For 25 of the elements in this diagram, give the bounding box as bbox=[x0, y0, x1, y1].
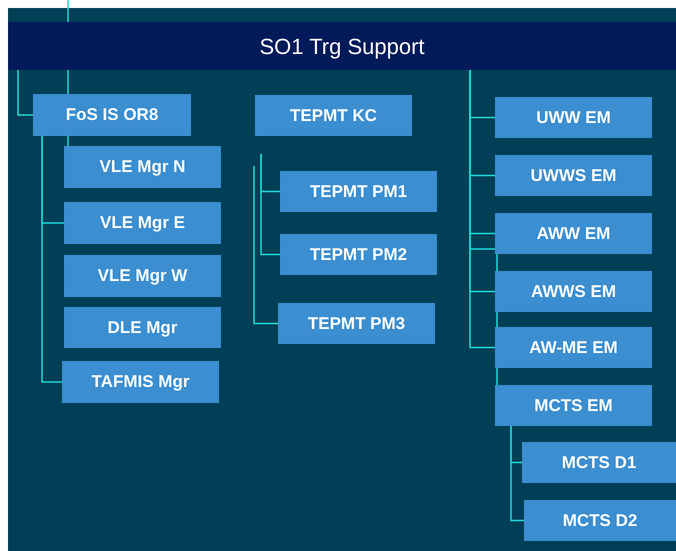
role-box: FoS IS OR8 bbox=[33, 94, 191, 136]
role-box: TEPMT PM1 bbox=[280, 171, 437, 212]
role-box: VLE Mgr N bbox=[64, 146, 221, 188]
title-banner: SO1 Trg Support bbox=[8, 22, 676, 70]
role-box: VLE Mgr W bbox=[64, 255, 221, 297]
role-box: TEPMT KC bbox=[255, 95, 412, 136]
role-box: TEPMT PM2 bbox=[280, 234, 437, 275]
connector-line bbox=[260, 154, 280, 256]
role-box: TAFMIS Mgr bbox=[62, 361, 219, 403]
role-box: AW-ME EM bbox=[495, 327, 652, 368]
role-box: AWW EM bbox=[495, 213, 652, 254]
connector-line bbox=[253, 166, 278, 324]
role-box: AWWS EM bbox=[495, 271, 652, 312]
connector-line bbox=[67, 136, 69, 146]
connector-line bbox=[17, 70, 33, 116]
connector-line bbox=[510, 426, 524, 522]
role-box: VLE Mgr E bbox=[64, 202, 221, 244]
role-box: MCTS D1 bbox=[522, 442, 676, 483]
role-box: UWWS EM bbox=[495, 155, 652, 196]
role-box: UWW EM bbox=[495, 97, 652, 138]
role-box: MCTS D2 bbox=[524, 500, 676, 541]
connector-line bbox=[41, 136, 62, 383]
role-box: MCTS EM bbox=[495, 385, 652, 426]
role-box: TEPMT PM3 bbox=[278, 303, 435, 344]
role-box: DLE Mgr bbox=[64, 307, 221, 348]
